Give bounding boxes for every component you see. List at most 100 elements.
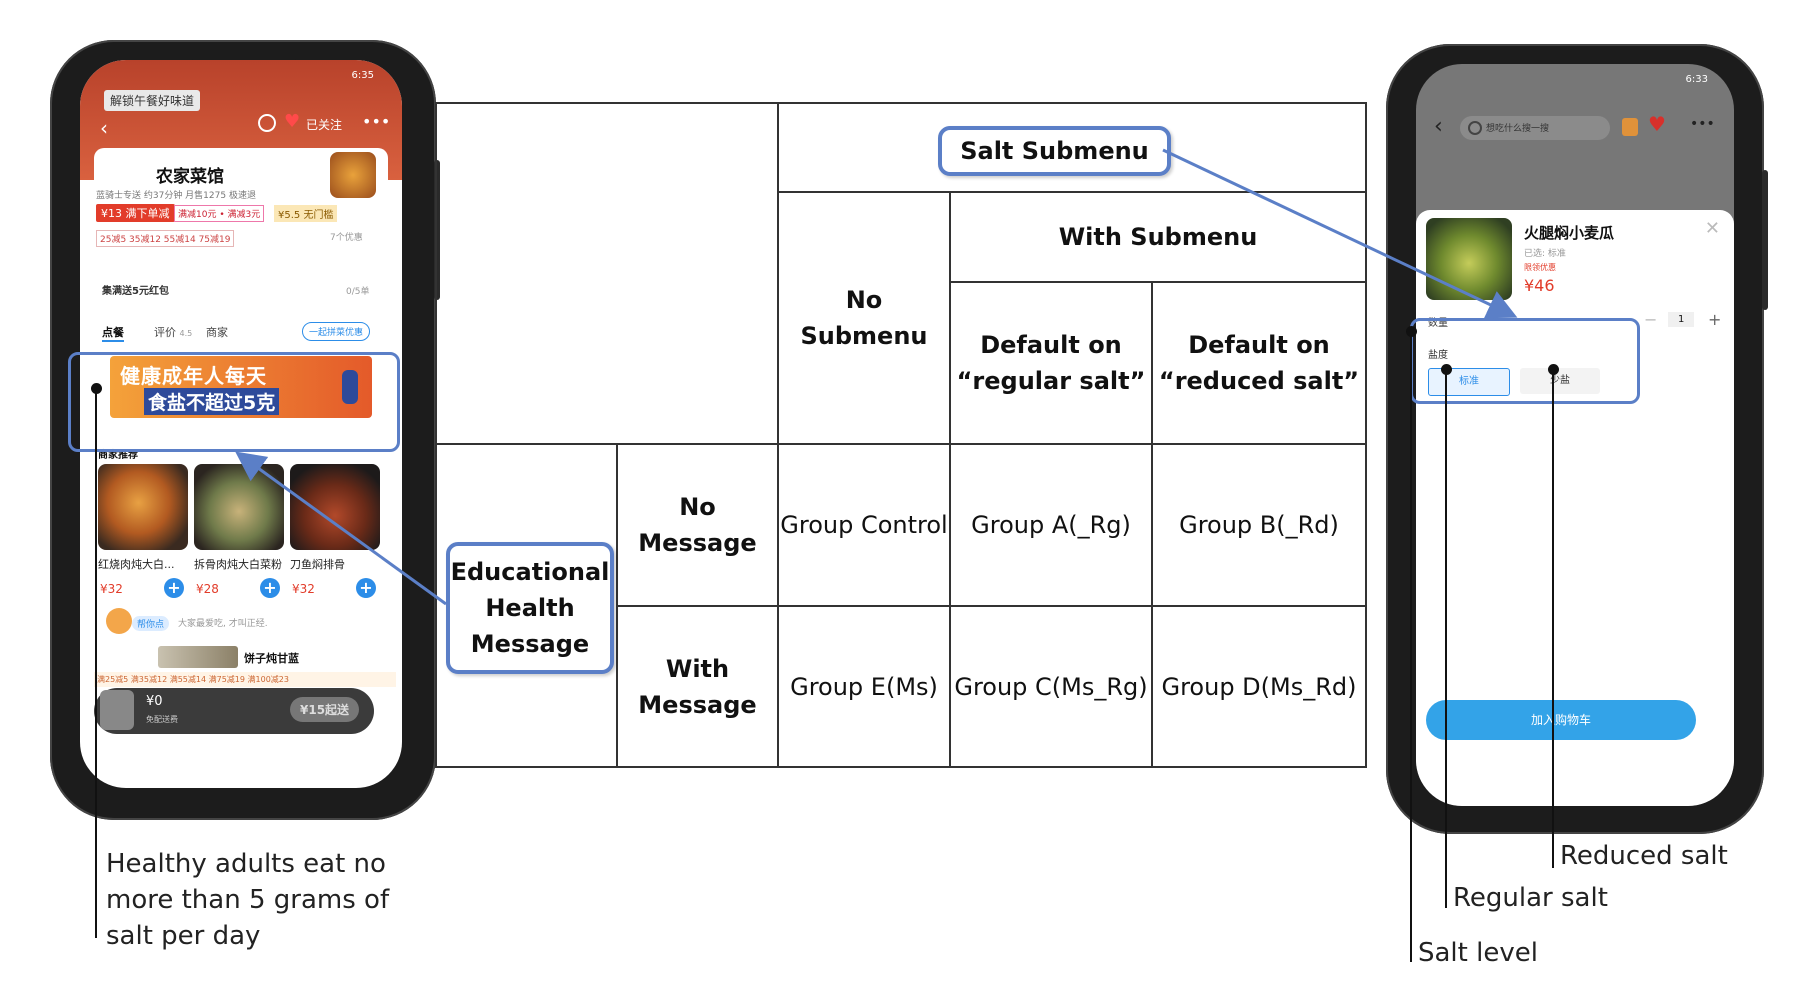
banner-line-1: 健康成年人每天 <box>120 364 267 388</box>
food-name-2: 拆骨肉炖大白菜粉 <box>194 558 282 571</box>
chat-helper[interactable]: 帮你点 <box>132 616 170 631</box>
table-line <box>778 191 1367 193</box>
store-meta: 蓝骑士专送 约37分钟 月售1275 极速退 <box>96 191 256 201</box>
follow-label[interactable]: 已关注 <box>306 118 343 132</box>
discount-list: 25减5 35减12 55减14 75减19 <box>96 230 235 247</box>
tab-review-score: 4.5 <box>179 329 193 338</box>
leader-line-salt-level <box>1410 330 1412 962</box>
chat-text: 大家最爱吃, 才叫正经. <box>178 619 268 629</box>
table-line <box>616 443 618 768</box>
add-food-2-button[interactable]: + <box>260 578 280 598</box>
table-line <box>435 102 437 768</box>
bottom-price: ¥0 <box>146 694 163 709</box>
heart-icon[interactable]: ♥ <box>1648 112 1666 136</box>
search-icon <box>1468 121 1482 135</box>
table-line <box>1151 281 1153 768</box>
tab-store[interactable]: 商家 <box>206 326 228 339</box>
store-card: 农家菜馆 蓝骑士专送 约37分钟 月售1275 极速退 ¥13 满下单减 满减1… <box>94 148 388 272</box>
left-phone-side-button <box>434 160 440 300</box>
qty-minus-button[interactable]: − <box>1644 310 1658 329</box>
add-to-cart-button[interactable]: 加入购物车 <box>1426 700 1696 740</box>
group-cell: Group A(_Rg) <box>971 511 1131 539</box>
search-pill[interactable]: 解锁午餐好味道 <box>104 90 201 111</box>
food-price-2: ¥28 <box>196 582 219 596</box>
back-icon[interactable]: ‹ <box>100 116 108 140</box>
caption-reduced-salt: Reduced salt <box>1560 841 1728 871</box>
store-name: 农家菜馆 <box>156 167 224 187</box>
coupon-main[interactable]: ¥13 满下单减 <box>96 204 175 222</box>
redpacket-count: 0/5单 <box>346 287 370 297</box>
salt-banner: 健康成年人每天 食盐不超过5克 <box>110 356 372 418</box>
food-price-1: ¥32 <box>100 582 123 596</box>
dish-price: ¥46 <box>1524 276 1555 295</box>
search-icon[interactable] <box>258 114 276 132</box>
with-message-header: With Message <box>638 654 757 719</box>
tab-review[interactable]: 评价 4.5 <box>154 324 192 340</box>
banner-highlight-box <box>68 352 400 452</box>
dish-name: 火腿焖小麦瓜 <box>1524 224 1615 242</box>
salt-label: 盐度 <box>1428 350 1448 361</box>
heart-icon[interactable]: ♥ <box>284 111 301 132</box>
group-order-button[interactable]: 一起拼菜优惠 <box>302 322 371 341</box>
right-phone-side-button <box>1762 170 1768 310</box>
status-time: 6:33 <box>1685 74 1708 85</box>
dish-selected: 已选: 标准 <box>1524 249 1566 259</box>
dish-promo: 限领优惠 <box>1524 263 1556 272</box>
default-regular-header: Default on “regular salt” <box>956 331 1146 395</box>
close-icon[interactable]: ✕ <box>1704 218 1720 239</box>
min-order-button[interactable]: ¥15起送 <box>290 697 360 722</box>
next-dish-image <box>158 646 238 668</box>
discount-more[interactable]: 7个优惠 <box>330 233 363 243</box>
left-phone: 6:35 解锁午餐好味道 ‹ ♥ 已关注 ••• 农家菜馆 蓝骑士专送 约37分… <box>50 40 440 820</box>
redpacket-label: 集满送5元红包 <box>102 286 169 297</box>
table-line <box>1365 102 1367 768</box>
back-icon[interactable]: ‹ <box>1434 114 1443 139</box>
next-dish-name: 饼子炖甘蓝 <box>244 652 299 665</box>
caption-healthy-adults: Healthy adults eat no more than 5 grams … <box>106 849 390 951</box>
bottom-bar: ¥0 免配送费 ¥15起送 <box>94 688 374 734</box>
leader-line-reduced-salt <box>1552 368 1554 868</box>
salt-submenu-header: Salt Submenu <box>938 126 1171 176</box>
leader-line-banner <box>95 388 97 938</box>
food-name-1: 红烧肉炖大白... <box>98 558 175 571</box>
right-phone: 6:33 ‹ 想吃什么搜一搜 ♥ ••• 火腿焖小麦瓜 已选: 标准 限领优惠 … <box>1386 44 1768 834</box>
group-cell: Group Control <box>780 511 948 539</box>
salt-option-less[interactable]: 少盐 <box>1520 368 1600 394</box>
with-submenu-header: With Submenu <box>1058 223 1258 251</box>
cart-icon[interactable] <box>100 690 134 730</box>
table-line <box>616 605 1367 607</box>
more-icon[interactable]: ••• <box>1690 116 1715 132</box>
qty-value[interactable]: 1 <box>1668 312 1695 327</box>
food-image-3[interactable] <box>290 464 380 550</box>
more-icon[interactable]: ••• <box>362 112 391 131</box>
food-image-2[interactable] <box>194 464 284 550</box>
coupon-2[interactable]: 满减10元 • 满减3元 <box>174 205 265 222</box>
tab-order[interactable]: 点餐 <box>102 324 124 342</box>
bottom-discount-strip: 满25减5 满35减12 满55减14 满75减19 满100减23 <box>94 672 396 687</box>
salt-shaker-icon <box>342 370 358 404</box>
add-food-3-button[interactable]: + <box>356 578 376 598</box>
table-line <box>777 102 779 768</box>
item-sheet: 火腿焖小麦瓜 已选: 标准 限领优惠 ¥46 ✕ 数量 − 1 + 盐度 标准 … <box>1416 210 1734 806</box>
table-line <box>949 191 951 768</box>
food-image-1[interactable] <box>98 464 188 550</box>
group-cell: Group E(Ms) <box>790 672 938 701</box>
default-reduced-header: Default on “reduced salt” <box>1158 331 1360 395</box>
left-phone-screen: 6:35 解锁午餐好味道 ‹ ♥ 已关注 ••• 农家菜馆 蓝骑士专送 约37分… <box>80 60 402 788</box>
right-phone-screen: 6:33 ‹ 想吃什么搜一搜 ♥ ••• 火腿焖小麦瓜 已选: 标准 限领优惠 … <box>1416 64 1734 806</box>
coupon-3[interactable]: ¥5.5 无门槛 <box>274 205 338 222</box>
add-food-1-button[interactable]: + <box>164 578 184 598</box>
search-placeholder: 想吃什么搜一搜 <box>1486 124 1550 134</box>
no-message-header: No Message <box>638 493 757 557</box>
qty-label: 数量 <box>1428 318 1448 329</box>
caption-salt-level: Salt level <box>1418 938 1538 968</box>
educational-message-header: Educational Health Message <box>446 542 614 674</box>
group-cell: Group C(Ms_Rg) <box>954 672 1148 701</box>
no-submenu-header: No Submenu <box>800 286 928 350</box>
recommend-title: 商家推荐 <box>98 450 138 461</box>
qty-plus-button[interactable]: + <box>1708 310 1722 329</box>
search-input[interactable]: 想吃什么搜一搜 <box>1460 116 1610 140</box>
banner-line-2: 食盐不超过5克 <box>144 388 280 415</box>
dish-image <box>1426 218 1512 300</box>
cart-badge-icon[interactable] <box>1622 118 1638 136</box>
